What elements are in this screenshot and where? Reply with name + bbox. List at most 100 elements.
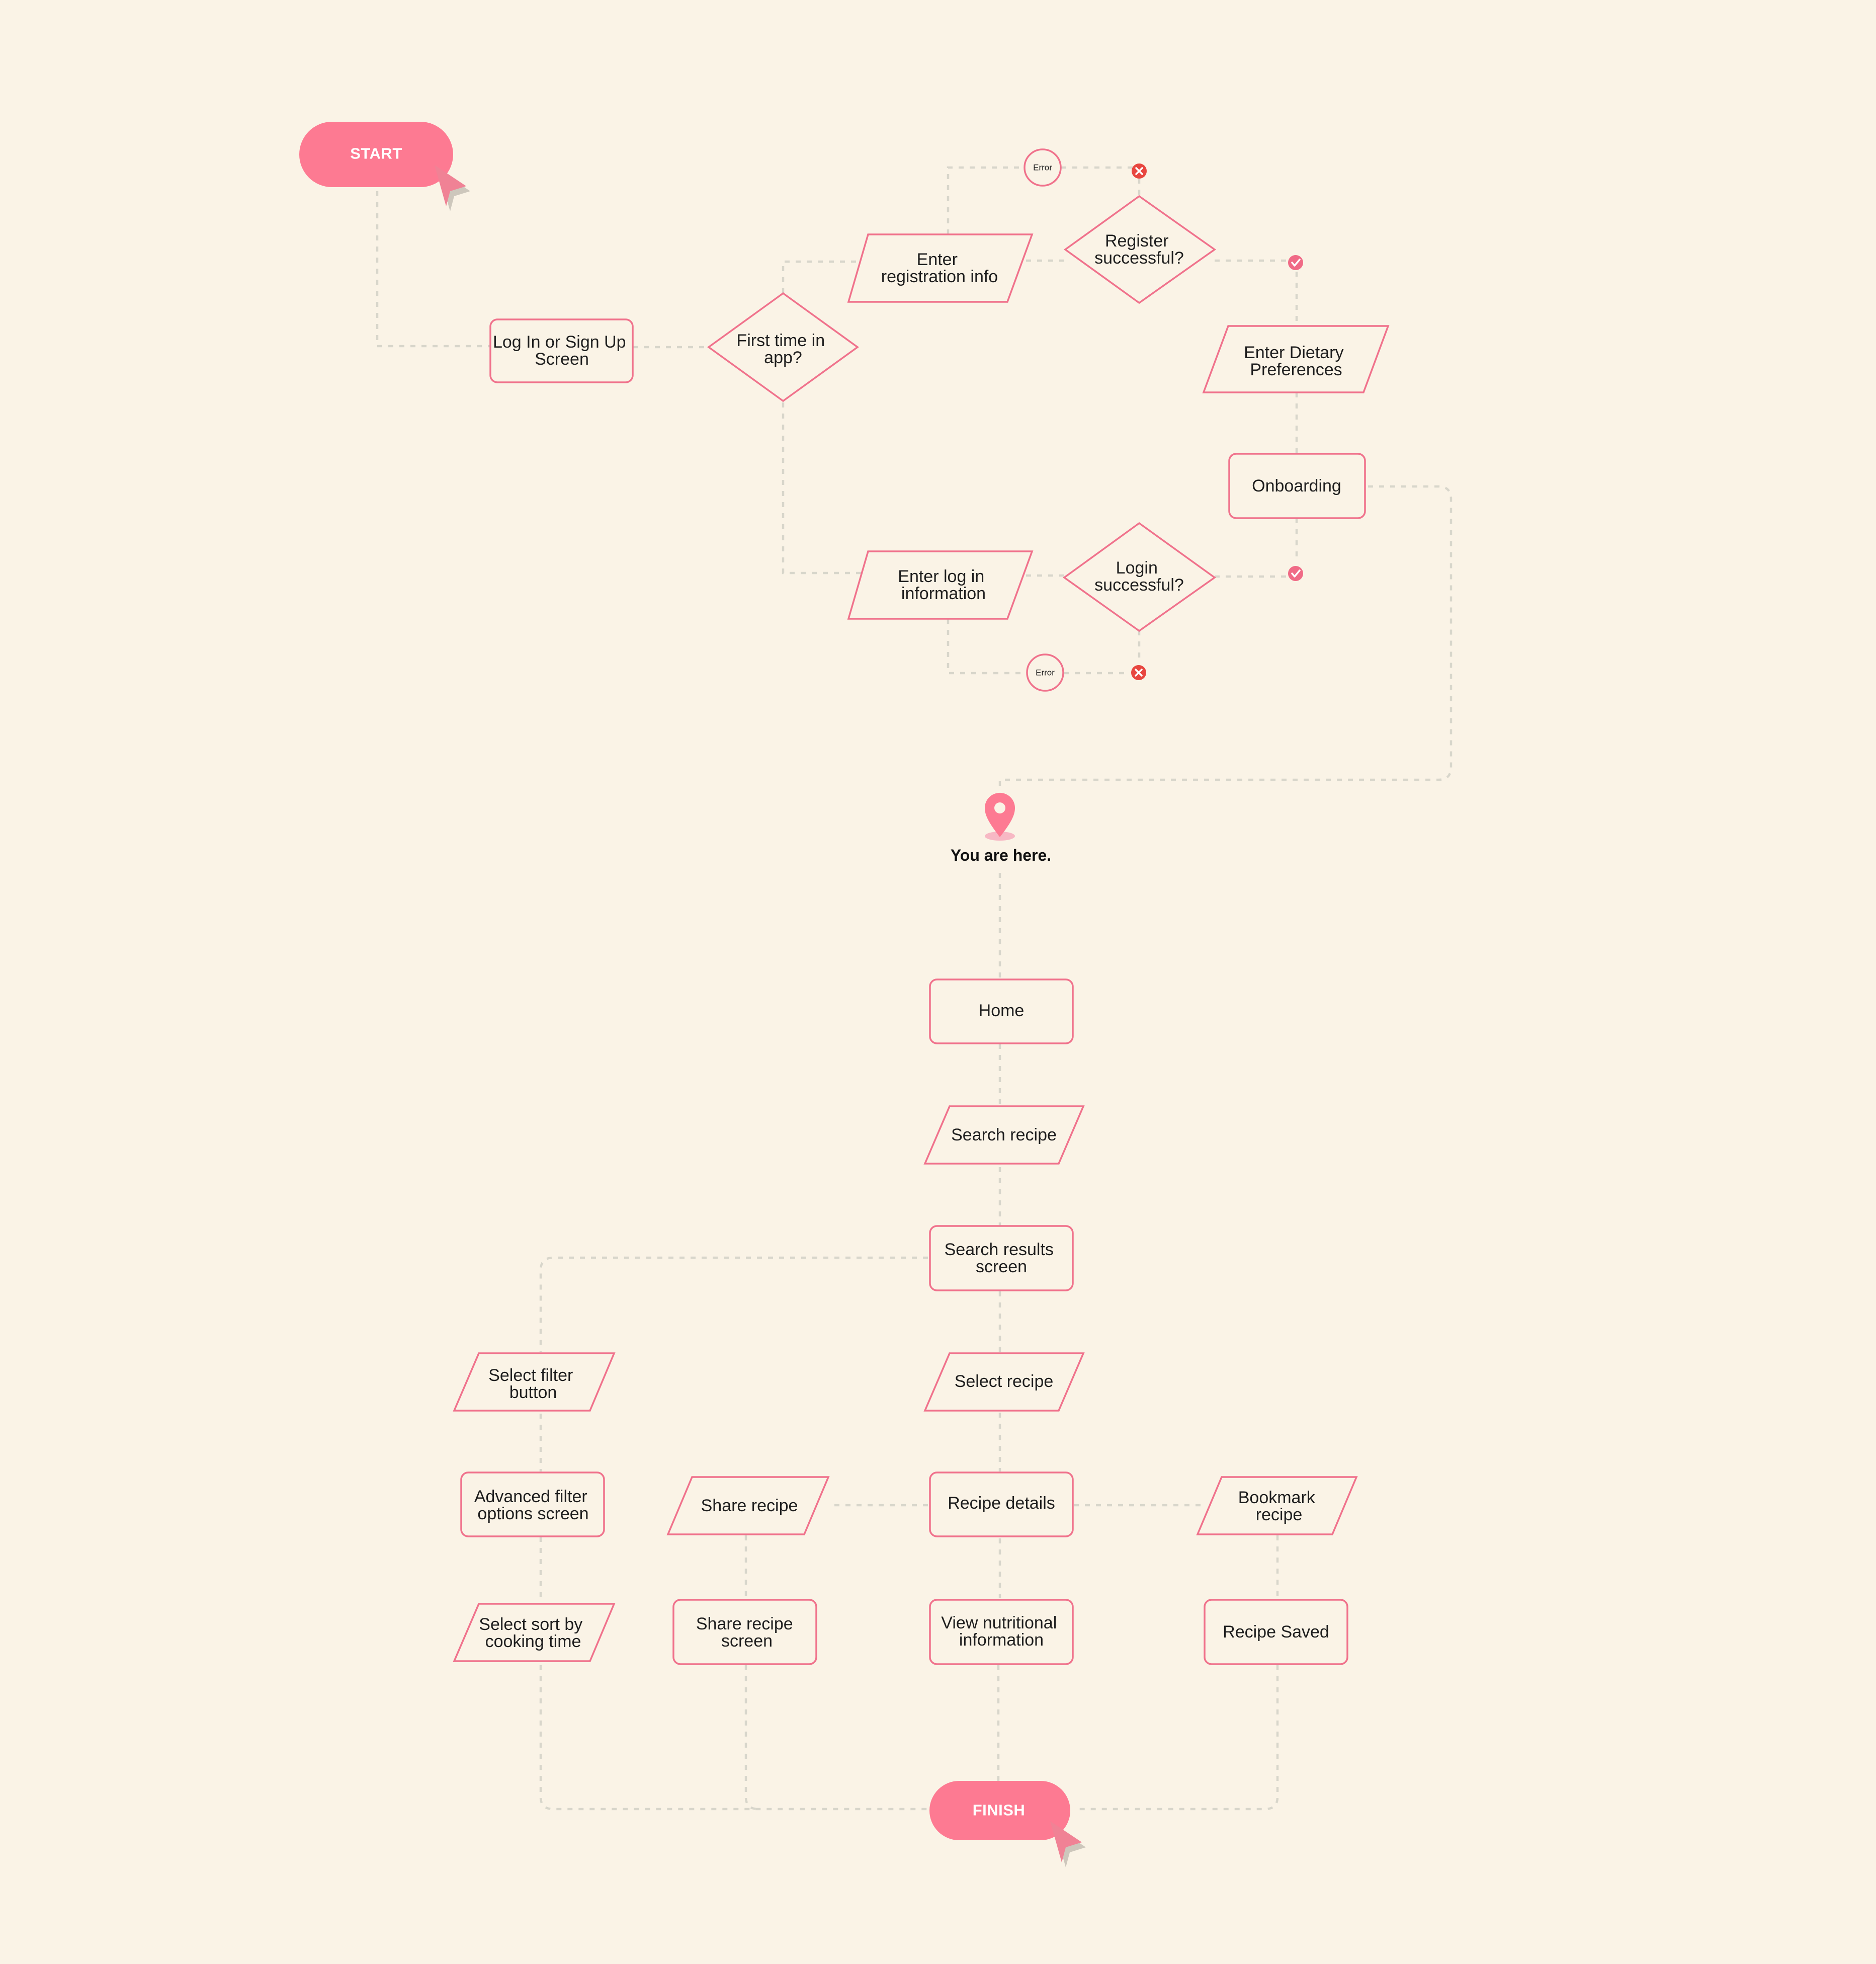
input-enter-login-line2: information bbox=[901, 584, 986, 603]
error-node-top: Error bbox=[1024, 148, 1062, 187]
start-label: START bbox=[350, 145, 402, 162]
input-select-filter-line1: Select filter bbox=[488, 1366, 573, 1385]
connector-sort-finish bbox=[539, 1665, 928, 1811]
input-select-filter[interactable]: Select filter button bbox=[453, 1352, 616, 1412]
start-cursor-icon bbox=[435, 165, 470, 211]
finish-cursor-icon bbox=[1050, 1821, 1086, 1867]
input-select-sort[interactable]: Select sort by cooking time bbox=[453, 1603, 616, 1662]
node-recipe-saved[interactable]: Recipe Saved bbox=[1204, 1599, 1348, 1665]
connector-firsttime-enterlogin bbox=[782, 402, 863, 575]
node-home[interactable]: Home bbox=[929, 978, 1074, 1044]
connector-onboarding-home bbox=[998, 485, 1453, 792]
map-pin-icon bbox=[985, 793, 1015, 841]
decision-first-time-line2: app? bbox=[764, 348, 802, 367]
node-share-recipe-screen[interactable]: Share recipe screen bbox=[672, 1599, 817, 1665]
svg-text:Enter log in information: Enter log in information bbox=[898, 567, 989, 603]
node-advanced-filter-line1: Advanced filter bbox=[474, 1487, 587, 1506]
input-enter-dietary[interactable]: Enter Dietary Preferences bbox=[1202, 325, 1390, 393]
decision-register-successful[interactable]: Register successful? bbox=[1064, 195, 1217, 304]
node-share-recipe-screen-line1: Share recipe bbox=[696, 1614, 793, 1633]
node-view-nutrition[interactable]: View nutritional information bbox=[929, 1599, 1074, 1665]
x-circle-icon bbox=[1132, 163, 1147, 179]
input-share-recipe-label: Share recipe bbox=[701, 1496, 798, 1515]
svg-text:Enter registration info: Enter registration info bbox=[881, 250, 998, 286]
node-share-recipe-screen-line2: screen bbox=[721, 1631, 773, 1651]
node-search-results[interactable]: Search results screen bbox=[929, 1225, 1074, 1291]
node-login-screen[interactable]: Log In or Sign Up Screen bbox=[489, 318, 634, 383]
decision-login-successful[interactable]: Login successful? bbox=[1062, 522, 1217, 632]
finish-pill[interactable] bbox=[929, 1781, 1070, 1840]
connectors bbox=[376, 166, 1453, 1811]
svg-text:First time in app?: First time in app? bbox=[736, 331, 829, 367]
node-recipe-details[interactable]: Recipe details bbox=[929, 1471, 1074, 1537]
finish-label: FINISH bbox=[973, 1802, 1026, 1819]
svg-text:Log In or Sign Up Screen: Log In or Sign Up Screen bbox=[493, 333, 631, 369]
check-circle-icon bbox=[1288, 566, 1303, 581]
decision-register-successful-line1: Register bbox=[1105, 231, 1169, 251]
node-onboarding[interactable]: Onboarding bbox=[1228, 453, 1366, 519]
connector-sharescreen-finish bbox=[744, 1665, 759, 1811]
input-enter-registration[interactable]: Enter registration info bbox=[847, 233, 1034, 303]
decision-login-successful-line2: successful? bbox=[1094, 576, 1184, 595]
node-search-results-line2: screen bbox=[976, 1257, 1027, 1276]
input-search-recipe-label: Search recipe bbox=[951, 1125, 1057, 1144]
start-terminal[interactable]: START bbox=[299, 122, 453, 187]
you-are-here-label: You are here. bbox=[951, 846, 1051, 864]
node-view-nutrition-line2: information bbox=[959, 1630, 1044, 1650]
decision-login-successful-line1: Login bbox=[1116, 558, 1158, 578]
connector-firsttime-registration bbox=[782, 260, 863, 293]
svg-text:Login successful?: Login successful? bbox=[1094, 558, 1184, 595]
start-pill[interactable] bbox=[299, 122, 453, 187]
svg-text:Share recipe screen: Share recipe screen bbox=[696, 1614, 798, 1651]
input-bookmark-recipe-line1: Bookmark bbox=[1238, 1488, 1316, 1507]
location-marker: You are here. bbox=[951, 793, 1051, 864]
input-enter-dietary-line1: Enter Dietary bbox=[1244, 343, 1343, 362]
input-select-filter-line2: button bbox=[509, 1383, 557, 1402]
svg-text:Bookmark recipe: Bookmark recipe bbox=[1238, 1488, 1320, 1524]
node-advanced-filter-line2: options screen bbox=[477, 1504, 588, 1523]
input-bookmark-recipe-line2: recipe bbox=[1256, 1505, 1303, 1524]
node-recipe-saved-label: Recipe Saved bbox=[1223, 1622, 1329, 1642]
finish-terminal[interactable]: FINISH bbox=[929, 1781, 1070, 1840]
connector-enterlogin-error bbox=[947, 619, 1026, 675]
connector-registration-error bbox=[947, 166, 1026, 234]
decision-first-time[interactable]: First time in app? bbox=[707, 292, 859, 402]
input-search-recipe[interactable]: Search recipe bbox=[923, 1105, 1085, 1165]
error-node-bottom-label: Error bbox=[1036, 668, 1055, 678]
node-advanced-filter[interactable]: Advanced filter options screen bbox=[460, 1471, 605, 1537]
svg-text:Register successful?: Register successful? bbox=[1094, 231, 1184, 268]
connector-saved-finish bbox=[1074, 1665, 1279, 1811]
node-login-screen-line1: Log In or Sign Up bbox=[493, 333, 626, 352]
error-node-bottom: Error bbox=[1026, 653, 1064, 692]
decision-first-time-line1: First time in bbox=[736, 331, 825, 350]
input-select-recipe-label: Select recipe bbox=[955, 1372, 1054, 1391]
input-select-sort-line1: Select sort by bbox=[479, 1615, 582, 1634]
input-enter-login[interactable]: Enter log in information bbox=[847, 550, 1034, 620]
connector-results-filter bbox=[539, 1256, 928, 1352]
svg-text:Advanced filter options: Advanced filter options screen bbox=[474, 1487, 592, 1523]
node-home-label: Home bbox=[979, 1001, 1025, 1020]
input-bookmark-recipe[interactable]: Bookmark recipe bbox=[1196, 1476, 1358, 1535]
svg-text:Search results screen: Search results screen bbox=[945, 1240, 1059, 1276]
input-share-recipe[interactable]: Share recipe bbox=[666, 1476, 830, 1535]
input-select-sort-line2: cooking time bbox=[485, 1632, 581, 1651]
node-recipe-details-label: Recipe details bbox=[948, 1494, 1055, 1513]
decision-register-successful-line2: successful? bbox=[1094, 249, 1184, 268]
connector-start-login bbox=[376, 191, 490, 348]
svg-text:View nutritional informa: View nutritional information bbox=[941, 1613, 1061, 1650]
input-enter-registration-line2: registration info bbox=[881, 267, 998, 286]
svg-text:Enter Dietary Preference: Enter Dietary Preferences bbox=[1244, 343, 1348, 379]
svg-text:Select filter button: Select filter button bbox=[488, 1366, 578, 1402]
node-login-screen-line2: Screen bbox=[535, 350, 589, 369]
node-view-nutrition-line1: View nutritional bbox=[941, 1613, 1057, 1632]
node-onboarding-label: Onboarding bbox=[1252, 476, 1341, 496]
svg-text:Select sort by cooking t: Select sort by cooking time bbox=[479, 1615, 587, 1651]
check-circle-icon bbox=[1288, 255, 1303, 270]
input-enter-dietary-line2: Preferences bbox=[1250, 360, 1342, 379]
x-circle-icon bbox=[1131, 665, 1146, 680]
error-node-top-label: Error bbox=[1033, 163, 1052, 173]
input-enter-registration-line1: Enter bbox=[917, 250, 958, 269]
input-select-recipe[interactable]: Select recipe bbox=[923, 1352, 1085, 1412]
input-enter-login-line1: Enter log in bbox=[898, 567, 984, 586]
